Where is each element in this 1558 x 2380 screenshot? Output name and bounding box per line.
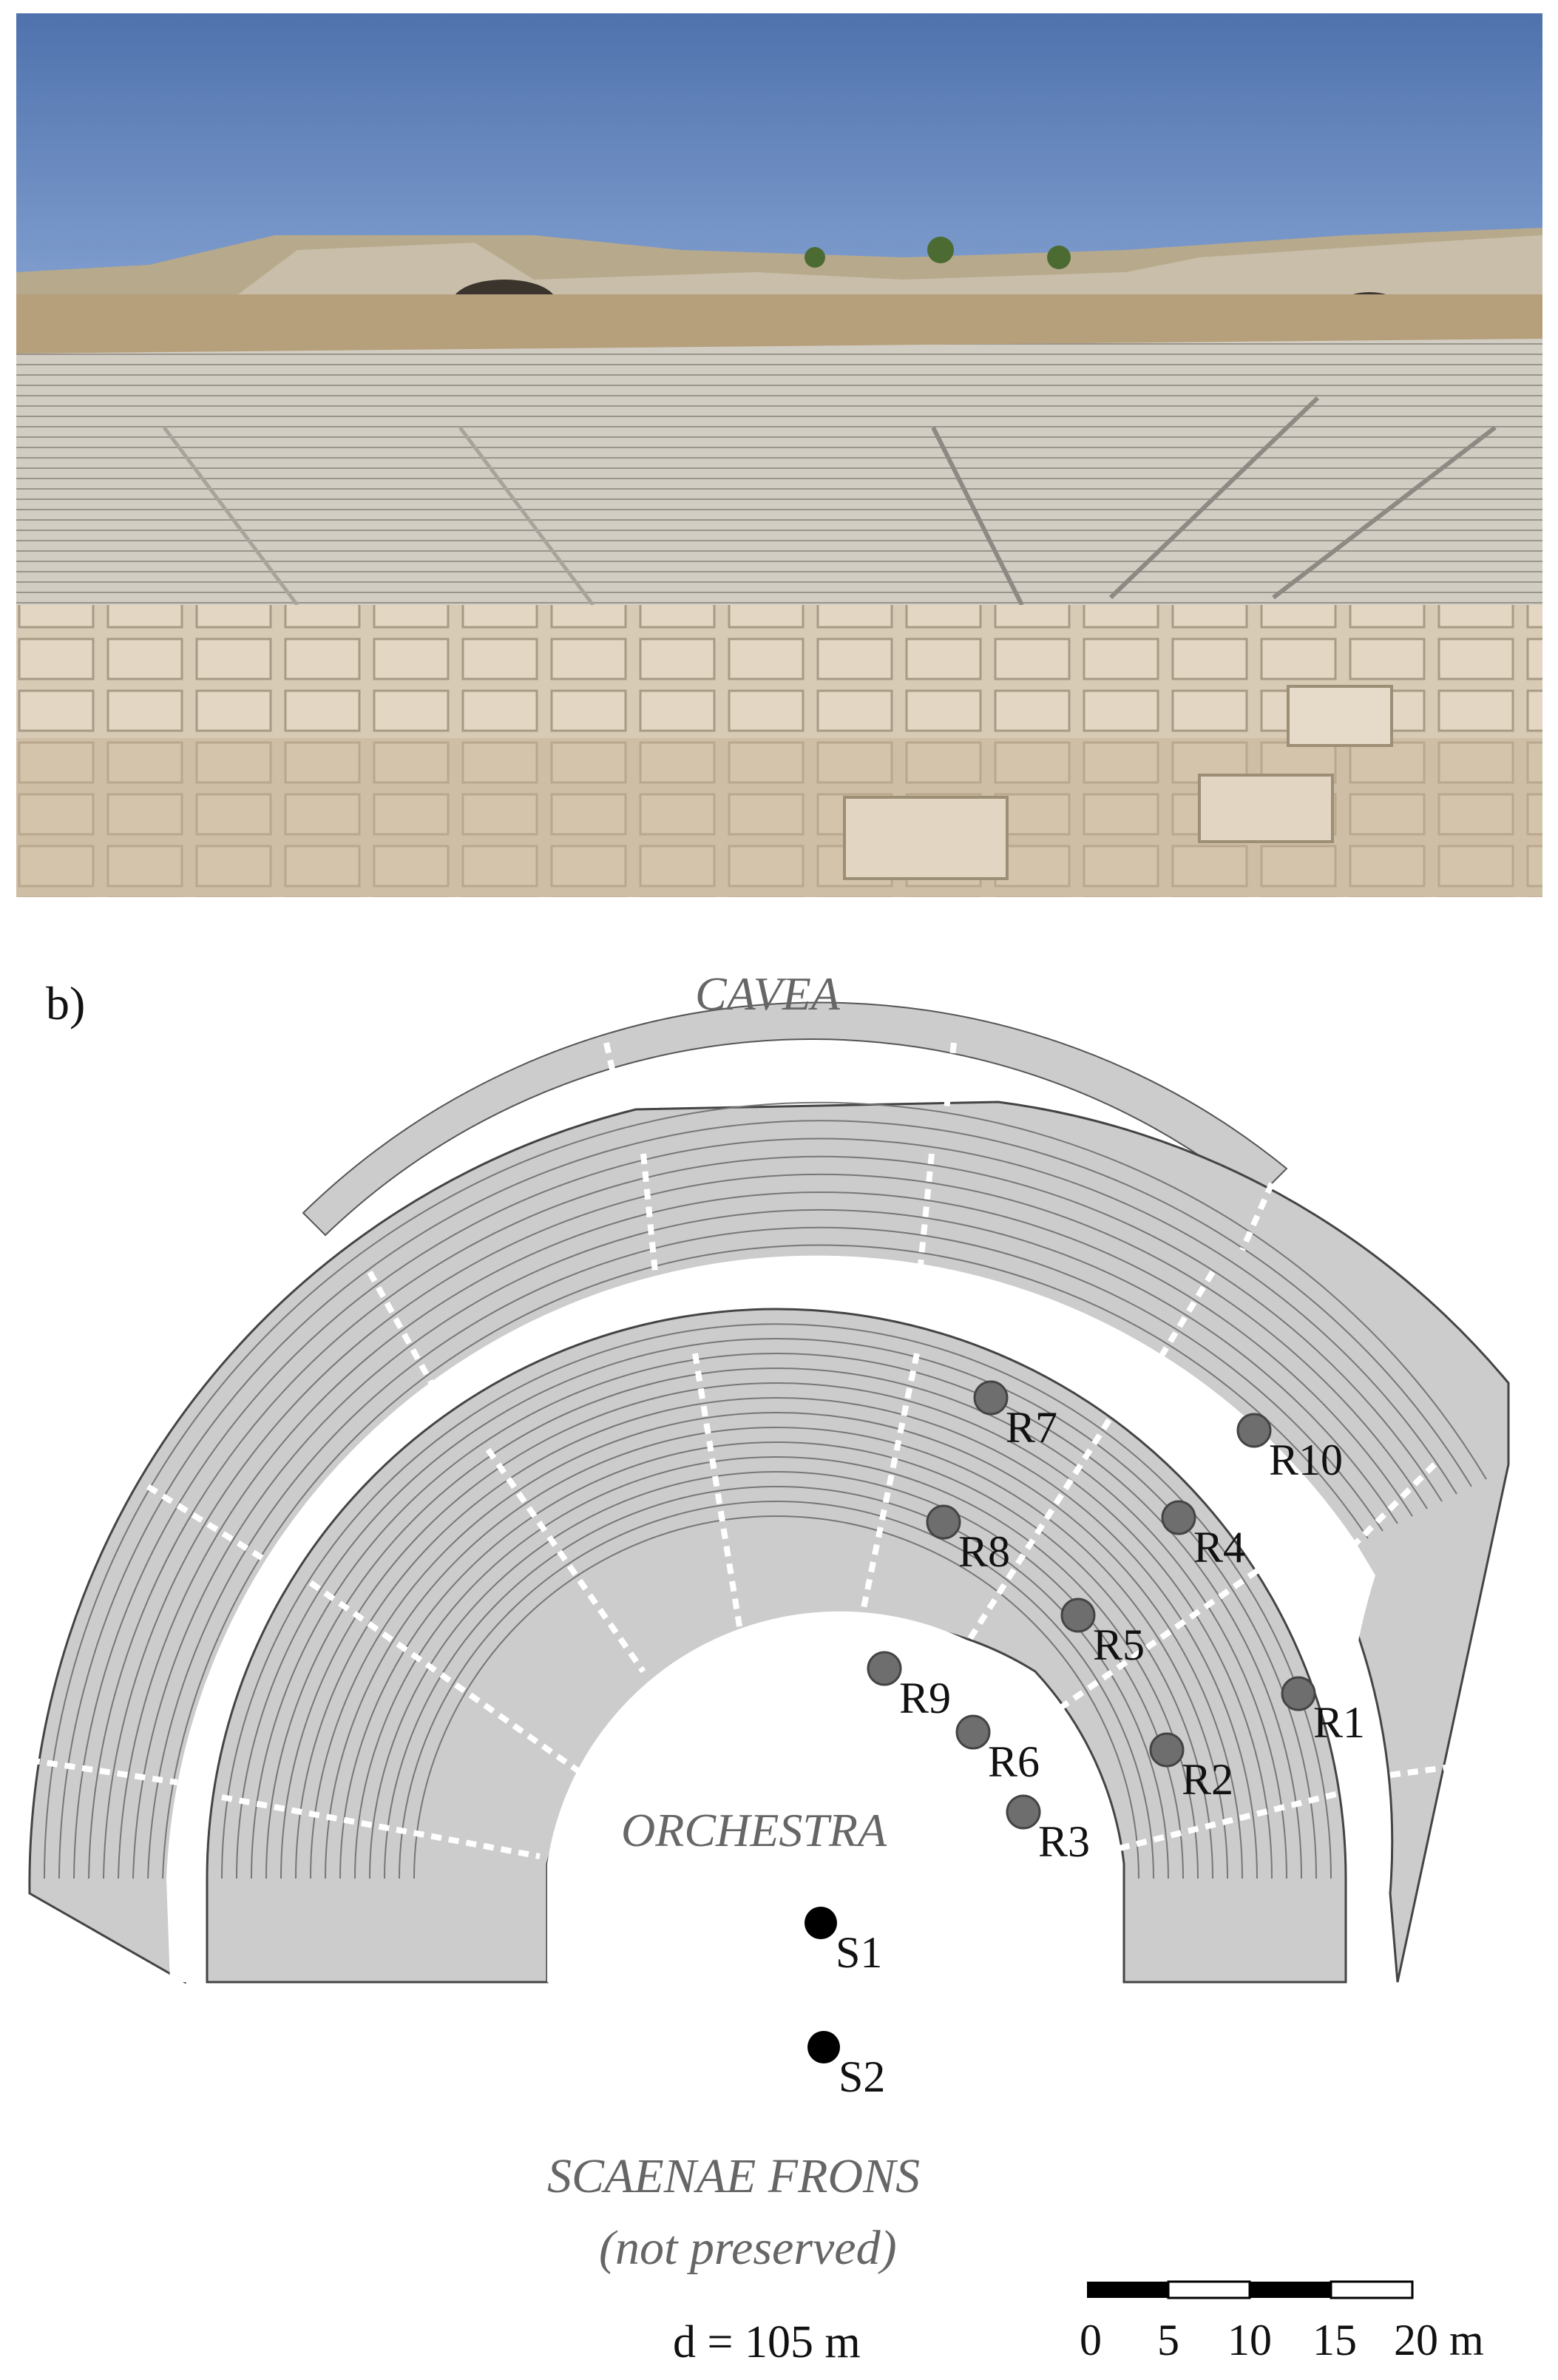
scale-tick-0: 0 [1080, 2316, 1102, 2364]
orchestra-label: ORCHESTRA [621, 1804, 887, 1856]
scale-bar: 0 5 10 15 20 m [1080, 2274, 1538, 2378]
receiver-label-r9: R9 [899, 1674, 952, 1723]
receiver-r1 [1281, 1676, 1316, 1711]
scaenae-frons-note: (not preserved) [599, 2221, 897, 2275]
receiver-label-r5: R5 [1093, 1620, 1145, 1669]
distance-label: d = 105 m [673, 2317, 861, 2367]
receiver-r5 [1060, 1598, 1096, 1633]
receiver-r2 [1149, 1732, 1185, 1768]
receiver-r4 [1161, 1500, 1196, 1535]
source-label-s1: S1 [836, 1928, 883, 1977]
source-s2 [807, 2031, 840, 2063]
scaenae-frons-label: SCAENAE FRONS [547, 2149, 921, 2203]
source-s1 [805, 1907, 837, 1939]
receiver-r8 [926, 1504, 961, 1540]
receiver-r7 [973, 1380, 1009, 1416]
scale-tick-15: 15 [1313, 2316, 1357, 2364]
receiver-r10 [1236, 1413, 1272, 1448]
receiver-label-r2: R2 [1182, 1755, 1234, 1804]
panel-label-b: b) [46, 977, 86, 1030]
receiver-r6 [955, 1714, 991, 1750]
cavea-label: CAVEA [695, 967, 840, 1020]
theatre-photograph [16, 13, 1542, 897]
scale-tick-5: 5 [1157, 2316, 1179, 2364]
receiver-label-r4: R4 [1193, 1523, 1246, 1572]
scale-bar-graphic [1087, 2280, 1414, 2299]
outer-ring [302, 1001, 1288, 1237]
theatre-plan [28, 1001, 1510, 2063]
source-label-s2: S2 [839, 2052, 886, 2101]
receiver-r9 [867, 1651, 902, 1686]
scale-tick-20: 20 m [1394, 2316, 1484, 2364]
receiver-label-r10: R10 [1269, 1436, 1344, 1484]
receiver-label-r1: R1 [1313, 1698, 1366, 1747]
orchestra-area [547, 1611, 1109, 1982]
receiver-label-r3: R3 [1038, 1817, 1091, 1866]
scale-tick-10: 10 [1227, 2316, 1272, 2364]
receiver-label-r6: R6 [988, 1737, 1040, 1786]
receiver-label-r8: R8 [958, 1527, 1011, 1576]
receiver-r3 [1006, 1794, 1041, 1830]
receiver-label-r7: R7 [1006, 1403, 1058, 1452]
